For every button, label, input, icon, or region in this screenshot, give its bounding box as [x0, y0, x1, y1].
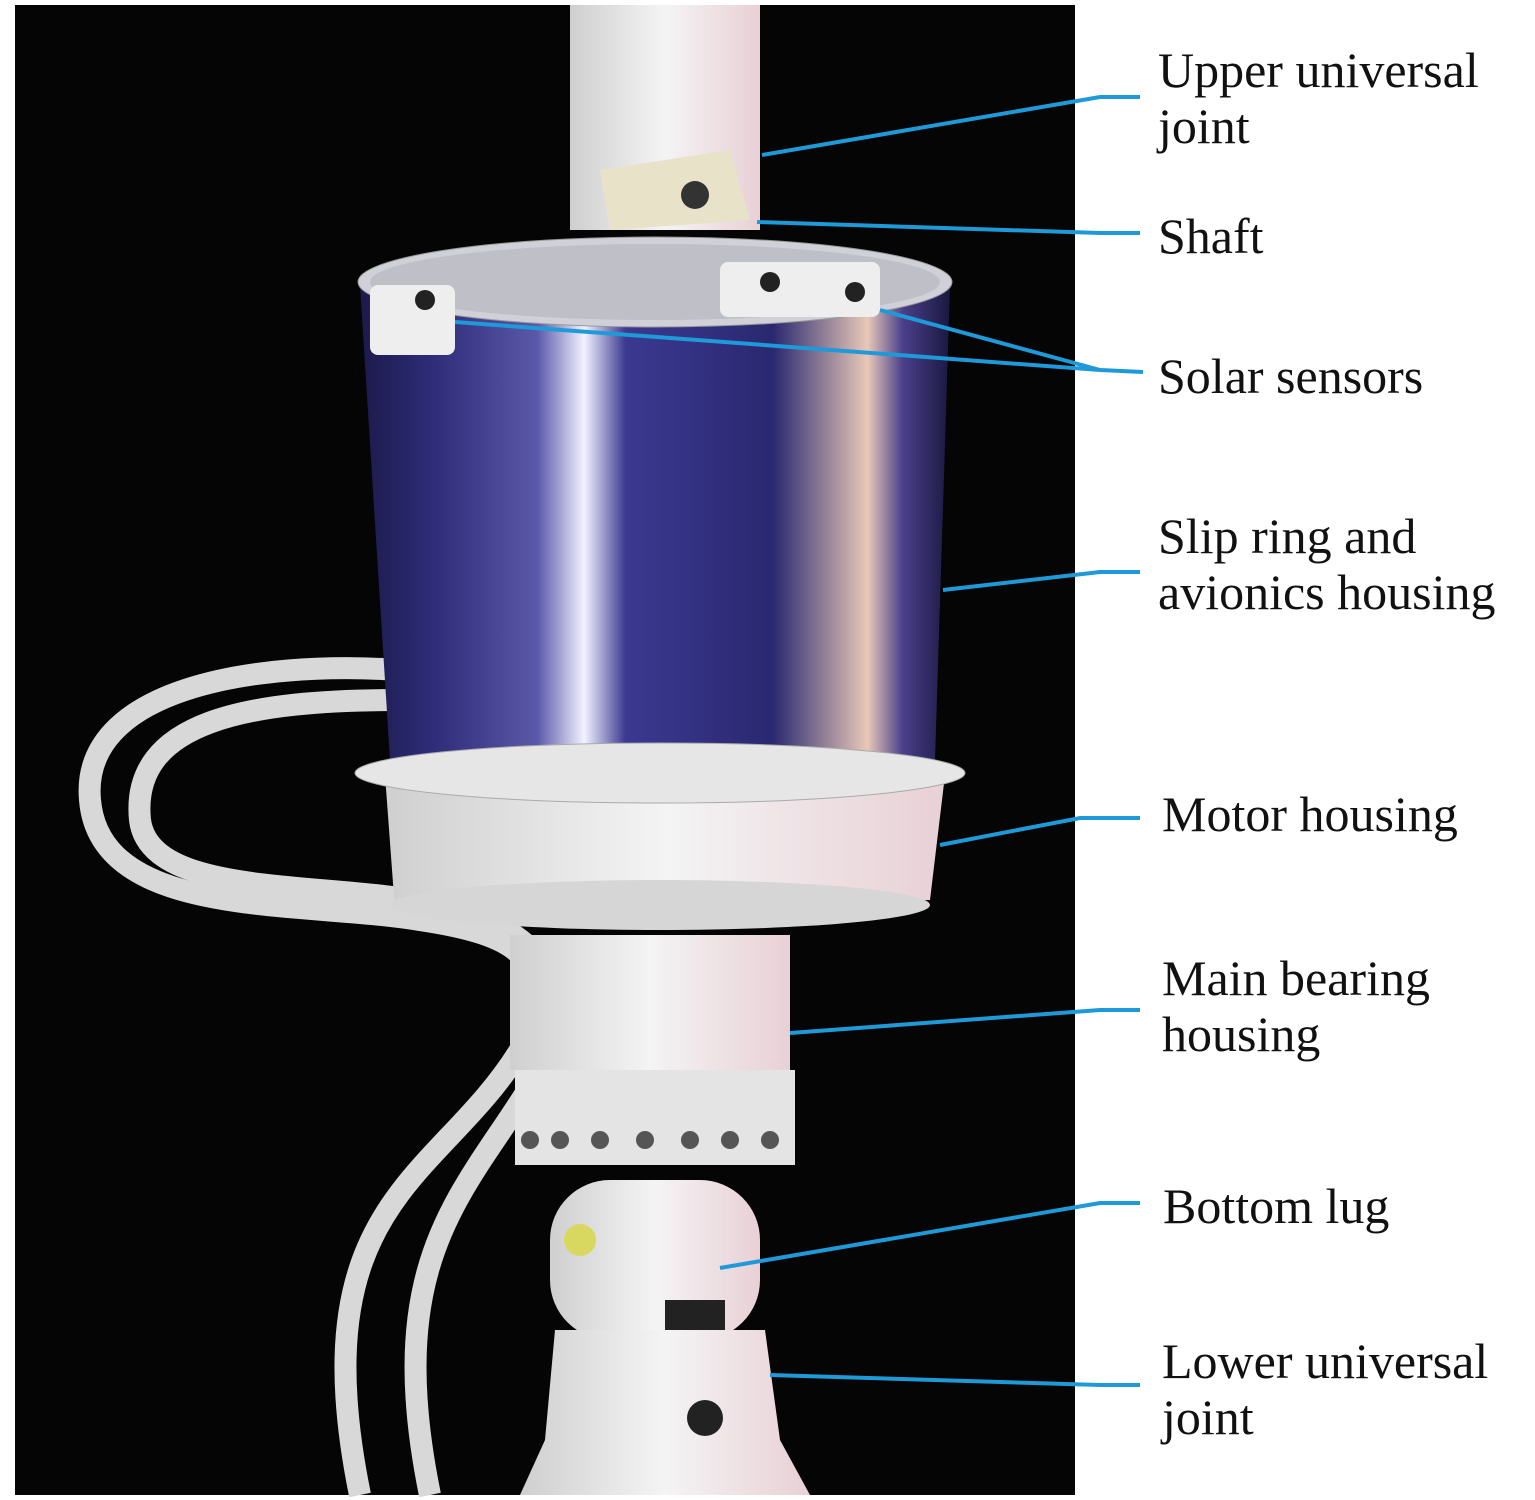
label-line: Lower universal	[1162, 1333, 1489, 1389]
lower-universal-joint	[520, 1330, 810, 1495]
label-solar-sensors: Solar sensors	[1158, 348, 1424, 404]
label-lower-universal-joint: Lower universal joint	[1162, 1333, 1488, 1445]
leader-shaft	[756, 220, 1140, 235]
label-line: housing	[1162, 1006, 1321, 1062]
label-bottom-lug: Bottom lug	[1163, 1178, 1390, 1234]
label-line: joint	[1158, 98, 1250, 154]
leader-lines	[454, 95, 1144, 1387]
leader-solar-sensor-right	[879, 308, 1101, 372]
leader-motor-housing	[939, 816, 1140, 847]
upper-universal-joint	[570, 5, 760, 230]
label-line: joint	[1162, 1389, 1254, 1445]
leader-slip-ring	[942, 570, 1140, 592]
label-upper-universal-joint: Upper universal joint	[1158, 42, 1479, 154]
solar-sensors	[370, 262, 880, 355]
label-shaft: Shaft	[1158, 208, 1264, 264]
motor-housing	[354, 742, 966, 930]
leader-lower-universal-joint	[769, 1373, 1140, 1387]
label-line: avionics housing	[1158, 564, 1496, 620]
main-bearing-housing	[510, 935, 795, 1165]
label-line: Slip ring and	[1158, 508, 1417, 564]
label-main-bearing: Main bearing housing	[1162, 950, 1430, 1062]
label-slip-ring: Slip ring and avionics housing	[1158, 508, 1495, 620]
bottom-lug	[550, 1180, 760, 1340]
leader-main-bearing	[789, 1008, 1140, 1035]
label-line: Upper universal	[1158, 42, 1479, 98]
leader-upper-universal-joint	[761, 95, 1140, 157]
label-motor-housing: Motor housing	[1162, 786, 1458, 842]
label-line: Main bearing	[1162, 950, 1430, 1006]
leader-bottom-lug	[719, 1201, 1140, 1270]
